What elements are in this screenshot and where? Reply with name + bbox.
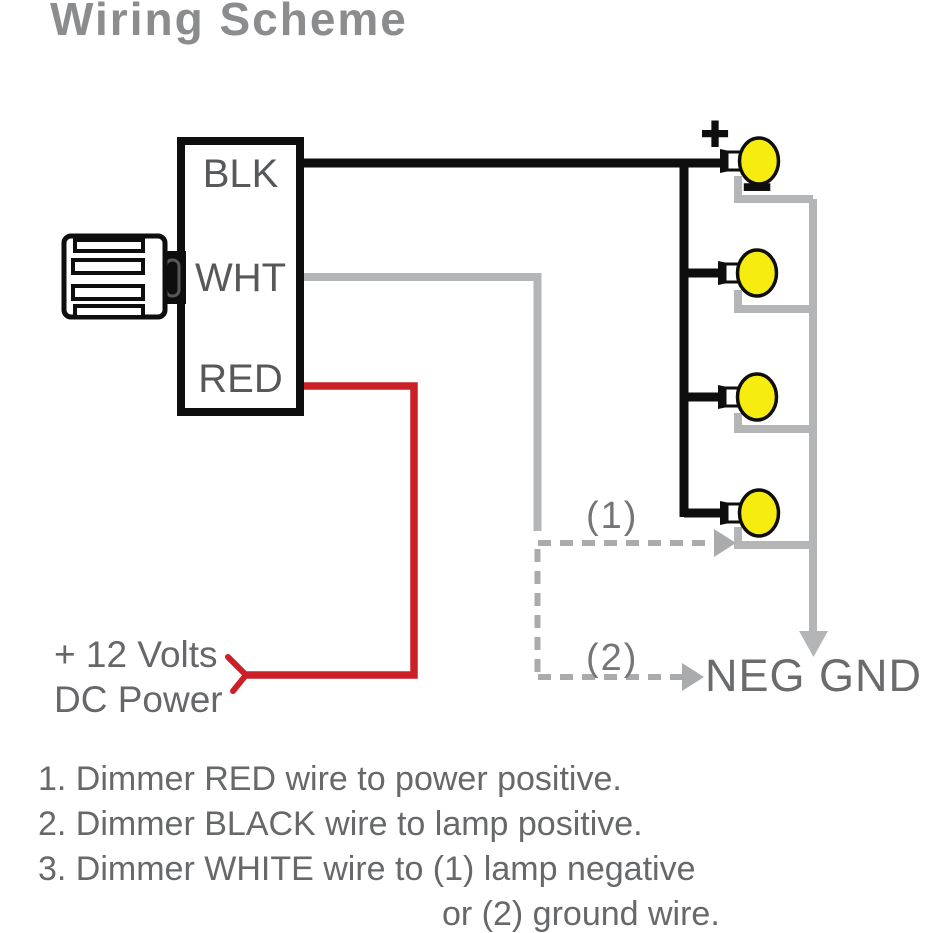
lamp-bulb — [735, 248, 779, 298]
route1-label: (1) — [586, 495, 639, 537]
lamp-2 — [718, 248, 779, 298]
dimmer-label-wht: WHT — [194, 256, 287, 300]
neg-gnd-label: NEG GND — [705, 650, 923, 701]
white-wire — [300, 273, 542, 531]
red-wire-fork-icon — [225, 654, 249, 694]
plus-sign: + — [700, 108, 730, 161]
lamp-4 — [720, 488, 781, 538]
route1-arrow-right-icon — [714, 529, 736, 557]
lamp-bulb — [737, 136, 781, 186]
connector-slot — [73, 304, 145, 319]
connector-slot — [71, 258, 145, 275]
power-label-line1: + 12 Volts — [54, 634, 218, 675]
lamp-1 — [720, 136, 781, 186]
connector-slot — [71, 284, 145, 301]
minus-sign: − — [742, 161, 773, 214]
lamp-bulb — [737, 488, 781, 538]
page-title: Wiring Scheme — [50, 0, 408, 45]
route2-label: (2) — [586, 637, 639, 679]
dimmer-label-blk: BLK — [202, 152, 279, 196]
input-connector-plug — [61, 233, 186, 320]
dimmer-box — [177, 137, 304, 416]
instruction-1: 1. Dimmer RED wire to power positive. — [38, 760, 622, 798]
connector-slot — [73, 238, 145, 253]
dimmer-label-red: RED — [198, 357, 283, 401]
lamp-negative-wires — [734, 176, 817, 549]
red-wire — [247, 382, 418, 679]
route2-arrow-right-icon — [682, 663, 704, 691]
instruction-3-continued: or (2) ground wire. — [442, 895, 720, 933]
arrow-down-icon — [799, 631, 828, 657]
instruction-2: 2. Dimmer BLACK wire to lamp positive. — [38, 805, 643, 843]
lamp-bulb — [735, 372, 779, 422]
lamp-3 — [718, 372, 779, 422]
instructions: 1. Dimmer RED wire to power positive. 2.… — [38, 757, 720, 933]
instruction-3: 3. Dimmer WHITE wire to (1) lamp negativ… — [38, 850, 696, 888]
power-label-line2: DC Power — [54, 679, 223, 720]
